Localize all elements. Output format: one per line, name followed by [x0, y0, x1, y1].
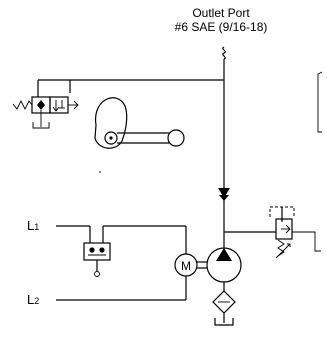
- l1-label-sub: 1: [34, 222, 40, 232]
- l1-label-main: L: [27, 218, 35, 233]
- valve-branch-line: [37, 79, 224, 97]
- l2-label: L2: [27, 292, 39, 307]
- outlet-port-label: Outlet Port #6 SAE (9/16-18): [161, 6, 281, 34]
- directional-valve-icon: [12, 96, 79, 129]
- suction-strainer-icon: [212, 282, 236, 326]
- motor-icon: M: [174, 253, 198, 277]
- l2-label-main: L: [27, 292, 35, 307]
- pressure-switch-icon: [83, 242, 111, 277]
- main-pressure-line: [222, 46, 226, 248]
- check-valve-icon: [218, 188, 230, 201]
- motor-label: M: [181, 259, 191, 273]
- l1-label: L1: [27, 218, 39, 233]
- lever-actuator-icon: [94, 97, 185, 173]
- outlet-port-title: Outlet Port: [192, 6, 250, 20]
- l2-label-sub: 2: [34, 296, 40, 306]
- power-wiring: [56, 225, 187, 301]
- pump-icon: [206, 247, 242, 283]
- drive-shaft: [197, 261, 207, 269]
- upper-tank-bracket: [317, 71, 323, 133]
- outlet-port-spec: #6 SAE (9/16-18): [174, 20, 268, 34]
- relief-valve-icon: [224, 206, 321, 259]
